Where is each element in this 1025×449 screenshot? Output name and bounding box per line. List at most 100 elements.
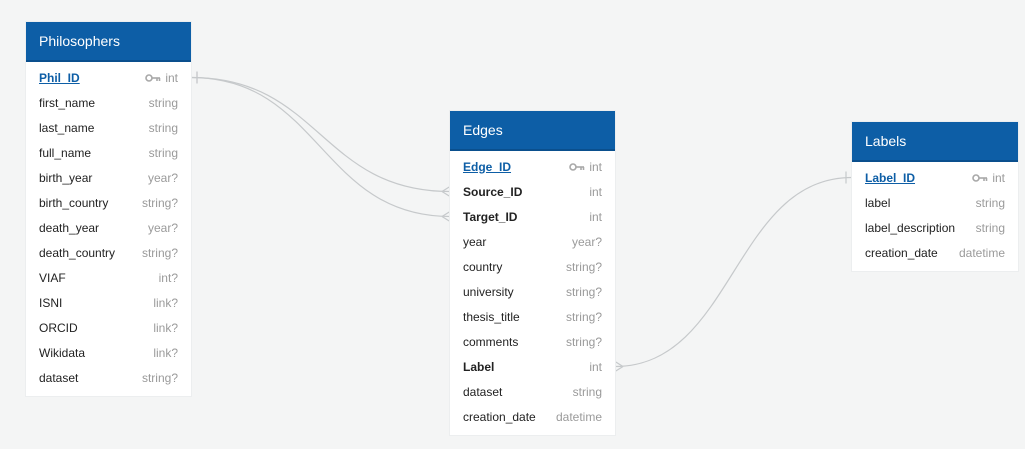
field-type-label: string xyxy=(148,95,178,110)
field-name: birth_year xyxy=(39,170,93,185)
field-name: Wikidata xyxy=(39,345,86,360)
field-list: Label_ID int label string label_description s… xyxy=(852,162,1018,265)
field-name: ORCID xyxy=(39,320,78,335)
field-type-label: int xyxy=(589,209,602,224)
field-type: int xyxy=(569,160,602,174)
field-type-label: int xyxy=(589,184,602,199)
field-type-label: string xyxy=(975,195,1005,210)
table-title[interactable]: Philosophers xyxy=(26,22,191,62)
field-name: label_description xyxy=(865,220,956,235)
field-type: int? xyxy=(159,271,178,285)
relation-line xyxy=(614,176,853,368)
field-name: thesis_title xyxy=(463,309,520,324)
table-title[interactable]: Edges xyxy=(450,111,615,151)
field-type: int xyxy=(145,71,178,85)
field-type: int xyxy=(589,210,602,224)
field-type: string? xyxy=(142,196,178,210)
field-type-label: string? xyxy=(141,195,178,210)
field-name: Source_ID xyxy=(463,184,523,199)
field-row[interactable]: dataset string? xyxy=(26,365,191,390)
field-row[interactable]: label_description string xyxy=(852,215,1018,240)
field-type: string? xyxy=(566,260,602,274)
field-row[interactable]: last_name string xyxy=(26,115,191,140)
field-type: link? xyxy=(153,296,178,310)
field-type-label: int xyxy=(165,70,178,85)
field-type: string xyxy=(149,96,178,110)
field-name: country xyxy=(463,259,503,274)
many-marker xyxy=(441,210,451,223)
field-type-label: link? xyxy=(153,295,178,310)
field-type-label: string xyxy=(148,145,178,160)
key-icon xyxy=(145,71,161,85)
many-marker xyxy=(614,360,624,373)
field-type-label: year? xyxy=(571,234,602,249)
field-type-label: string xyxy=(975,220,1005,235)
field-name: Label_ID xyxy=(865,170,916,185)
field-type-label: int xyxy=(589,359,602,374)
field-type: string xyxy=(149,121,178,135)
field-type-label: string? xyxy=(565,309,602,324)
field-type: string? xyxy=(566,285,602,299)
field-type-label: string xyxy=(148,120,178,135)
field-type: int xyxy=(972,171,1005,185)
field-row[interactable]: comments string? xyxy=(450,329,615,354)
field-name: comments xyxy=(463,334,519,349)
relation-line xyxy=(190,76,451,193)
field-type: year? xyxy=(572,235,602,249)
field-type-label: int? xyxy=(158,270,178,285)
field-type: year? xyxy=(148,221,178,235)
field-name: label xyxy=(865,195,891,210)
field-name: ISNI xyxy=(39,295,63,310)
field-type: link? xyxy=(153,346,178,360)
field-row[interactable]: Wikidata link? xyxy=(26,340,191,365)
field-row[interactable]: first_name string xyxy=(26,90,191,115)
field-name: dataset xyxy=(39,370,79,385)
field-row[interactable]: Label_ID int xyxy=(852,165,1018,190)
field-type-label: link? xyxy=(153,345,178,360)
field-name: first_name xyxy=(39,95,96,110)
field-row[interactable]: thesis_title string? xyxy=(450,304,615,329)
field-type: int xyxy=(589,360,602,374)
field-type: link? xyxy=(153,321,178,335)
field-row[interactable]: birth_year year? xyxy=(26,165,191,190)
field-type-label: year? xyxy=(147,220,178,235)
table-title[interactable]: Labels xyxy=(852,122,1018,162)
field-type-label: int xyxy=(992,170,1005,185)
field-row[interactable]: university string? xyxy=(450,279,615,304)
field-row[interactable]: ISNI link? xyxy=(26,290,191,315)
field-row[interactable]: Source_ID int xyxy=(450,179,615,204)
field-name: creation_date xyxy=(865,245,938,260)
field-type-label: string? xyxy=(565,334,602,349)
field-name: university xyxy=(463,284,514,299)
many-marker xyxy=(441,185,451,198)
field-type: string? xyxy=(566,310,602,324)
field-type: string? xyxy=(142,371,178,385)
field-type-label: string? xyxy=(141,370,178,385)
field-row[interactable]: label string xyxy=(852,190,1018,215)
field-row[interactable]: country string? xyxy=(450,254,615,279)
field-type-label: link? xyxy=(153,320,178,335)
field-row[interactable]: ORCID link? xyxy=(26,315,191,340)
field-type: string xyxy=(573,385,602,399)
field-type-label: year? xyxy=(147,170,178,185)
field-name: last_name xyxy=(39,120,95,135)
